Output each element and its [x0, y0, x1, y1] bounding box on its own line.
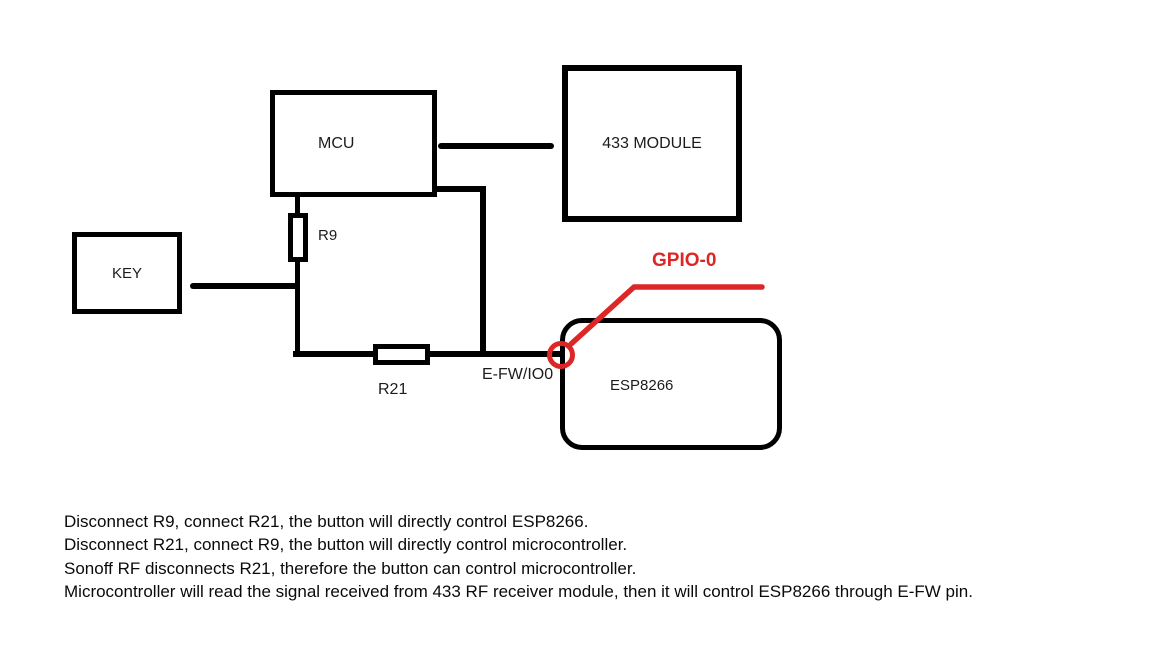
resistor-r9-label: R9 [318, 227, 338, 244]
wire-key-output [190, 283, 300, 289]
block-433-module-label: 433 MODULE [602, 134, 702, 152]
note-line: Disconnect R21, connect R9, the button w… [64, 535, 628, 555]
resistor-r21-label: R21 [378, 381, 408, 398]
notes-block: Disconnect R9, connect R21, the button w… [64, 510, 973, 604]
block-433-module: 433 MODULE [562, 65, 742, 222]
note-line: Microcontroller will read the signal rec… [64, 582, 973, 602]
wire-mcu-to-433module [438, 143, 554, 149]
block-mcu [270, 90, 437, 197]
pin-efw-io0-label: E-FW/IO0 [482, 366, 554, 383]
resistor-r9 [288, 213, 308, 262]
note-line: Sonoff RF disconnects R21, therefore the… [64, 558, 637, 578]
block-esp8266-label: ESP8266 [610, 377, 674, 394]
wire-mcu-right-stub [437, 186, 486, 192]
wire-vertical-efw [480, 186, 486, 357]
block-key-label: KEY [111, 264, 142, 282]
resistor-r21 [373, 344, 430, 365]
gpio-0-label: GPIO-0 [652, 250, 717, 271]
wire-r9-to-junction [295, 260, 300, 357]
note-line: Disconnect R9, connect R21, the button w… [64, 512, 589, 531]
block-key: KEY [72, 232, 182, 314]
block-mcu-label: MCU [318, 135, 355, 152]
wire-mcu-to-r9 [295, 196, 300, 216]
